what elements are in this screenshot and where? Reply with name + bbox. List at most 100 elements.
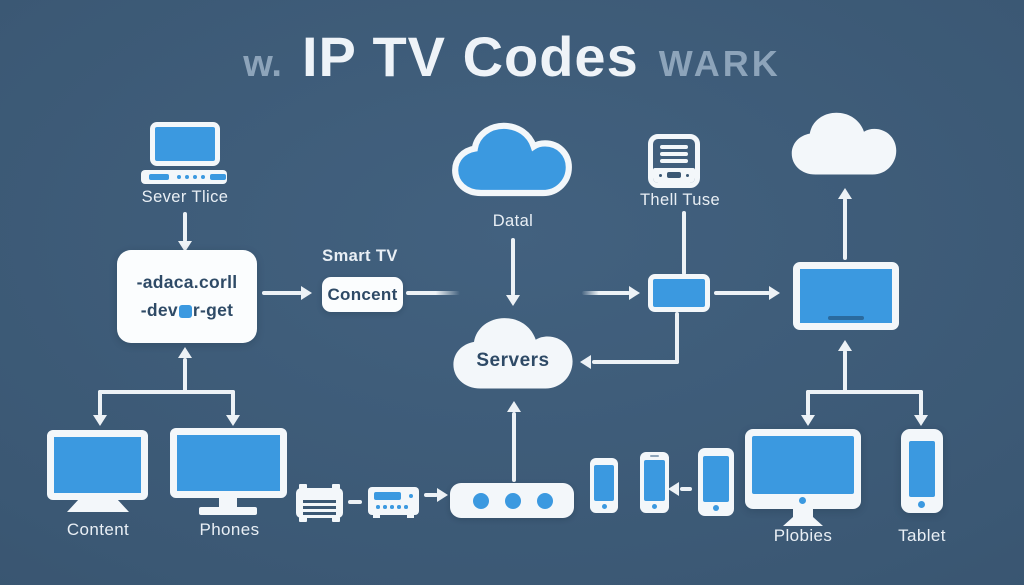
tablet-home-button <box>918 501 925 508</box>
headend-unit-icon <box>648 134 700 188</box>
switch-port <box>473 493 489 509</box>
headend-knob <box>686 174 689 177</box>
media-box-tab <box>299 517 307 522</box>
arrow-bar-to-servers-line <box>512 412 516 482</box>
fork-right-drop2-head <box>914 415 928 426</box>
plobies-monitor-neck <box>793 508 813 518</box>
phones-monitor-base <box>199 507 257 515</box>
cloud-icon <box>791 112 897 175</box>
arrow-bar-to-servers-head <box>507 401 521 412</box>
content-monitor-label: Content <box>66 520 130 539</box>
data-cloud-label: Datal <box>492 212 534 230</box>
receiver-dot <box>376 505 380 509</box>
smartphone-home-button <box>601 504 607 509</box>
laptop-screen <box>150 122 220 166</box>
servers-cloud-label: Servers <box>476 350 550 371</box>
tablet-label: Tablet <box>898 526 946 545</box>
arrow-into-tablet-head <box>629 286 640 300</box>
arrow-datal-to-servers-line <box>511 238 515 296</box>
right-monitor-icon <box>793 262 899 330</box>
smartphone-screen <box>594 465 614 501</box>
fork-left-bar <box>98 390 235 394</box>
servers-cloud-icon <box>453 318 573 389</box>
headend-line <box>660 159 688 163</box>
arrow-receiver-to-bar-head <box>437 488 448 502</box>
arrow-between-phones-head <box>668 482 679 496</box>
title-prefix: w. <box>243 43 282 85</box>
switch-bar-icon <box>450 483 574 518</box>
plobies-monitor-button <box>799 497 806 504</box>
smartphone-home-button <box>652 504 657 509</box>
elbow-tablet-to-servers-head <box>580 355 591 369</box>
smartphone-icon <box>590 458 618 513</box>
arrow-up-into-monitor-line <box>843 350 847 392</box>
receiver-icon <box>368 487 419 518</box>
laptop-base <box>141 170 227 184</box>
tablet-screen <box>909 441 935 497</box>
media-box-vent <box>303 506 336 509</box>
arrow-laptop-to-config-head <box>178 241 192 252</box>
laptop-base-dot <box>201 175 205 179</box>
phones-monitor-label: Phones <box>199 520 260 539</box>
plobies-monitor-base <box>783 517 823 526</box>
fork-right-drop1 <box>806 390 810 416</box>
laptop-base-key <box>210 174 226 180</box>
receiver-dot <box>383 505 387 509</box>
receiver-foot <box>373 514 380 518</box>
middle-tablet-icon <box>648 274 710 312</box>
title-suffix: WARK <box>658 43 781 84</box>
switch-port <box>537 493 553 509</box>
receiver-foot <box>407 514 414 518</box>
arrow-laptop-to-config-line <box>183 212 187 242</box>
headend-knob <box>659 174 662 177</box>
fork-left-up-head <box>178 347 192 358</box>
smartphone-screen <box>644 460 665 501</box>
arrow-up-into-monitor-head <box>838 340 852 351</box>
arrow-datal-to-servers-head <box>506 295 520 306</box>
headend-line <box>660 152 688 156</box>
highlight-block-icon <box>178 305 192 318</box>
media-box-tab <box>299 484 307 489</box>
plobies-monitor-screen <box>752 436 854 494</box>
laptop-base-dot <box>193 175 197 179</box>
fork-right-drop2 <box>919 390 923 416</box>
monitor-stand-bar <box>828 316 864 320</box>
arrow-receiver-to-bar-line <box>424 493 438 497</box>
title-main: IP TV Codes <box>302 25 639 88</box>
receiver-dot <box>390 505 394 509</box>
media-box-tab <box>332 484 340 489</box>
arrow-between-phones-line <box>680 487 692 491</box>
tablet-icon <box>901 429 943 513</box>
server-laptop-label: Sever Tlice <box>141 188 229 206</box>
smartphone-icon <box>698 448 734 516</box>
content-monitor-stand <box>67 499 129 512</box>
media-box-vent <box>303 500 336 503</box>
fork-left-drop2 <box>231 390 235 416</box>
headend-line <box>660 145 688 149</box>
fork-right-bar <box>806 390 923 394</box>
arrow-config-to-concent-line <box>262 291 302 295</box>
media-box-tab <box>332 517 340 522</box>
plobies-monitor-label: Plobies <box>773 526 833 545</box>
smartphone-speaker <box>650 455 659 457</box>
switch-port <box>505 493 521 509</box>
elbow-tablet-down-line <box>675 312 679 364</box>
headend-slot <box>667 172 681 178</box>
smartphone-icon <box>640 452 669 513</box>
laptop-base-key <box>149 174 169 180</box>
arrow-tablet-to-monitor-head <box>769 286 780 300</box>
laptop-base-dot <box>177 175 181 179</box>
config-line1: -adaca.corll <box>136 272 238 292</box>
arrow-monitor-to-cloud-head <box>838 188 852 199</box>
laptop-base-dot <box>185 175 189 179</box>
dash-box-to-receiver <box>348 500 362 504</box>
headend-front-panel <box>653 168 695 183</box>
phones-monitor-icon <box>170 428 287 498</box>
arrow-into-tablet-line <box>582 291 630 295</box>
receiver-knob <box>409 494 413 498</box>
smartphone-home-button <box>713 505 719 511</box>
concent-fading-line <box>406 291 460 295</box>
line-headend-to-tablet <box>682 211 686 275</box>
